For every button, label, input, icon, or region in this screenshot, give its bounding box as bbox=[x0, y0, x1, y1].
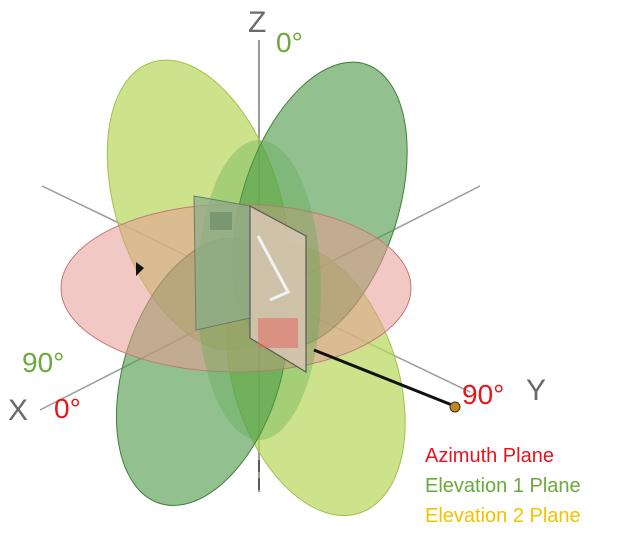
cable-line bbox=[313, 348, 453, 407]
antenna-board-trace-3 bbox=[258, 318, 298, 348]
z-axis-label: Z bbox=[248, 6, 266, 39]
legend-elevation-2-plane: Elevation 2 Plane bbox=[425, 505, 581, 527]
legend: Azimuth Plane Elevation 1 Plane Elevatio… bbox=[425, 445, 581, 527]
antenna-board-trace-2 bbox=[256, 235, 291, 302]
elevation-top-angle: 0° bbox=[276, 27, 303, 58]
azimuth-y-angle: 90° bbox=[462, 379, 504, 410]
cable-connector bbox=[449, 401, 461, 413]
antenna-board bbox=[136, 195, 307, 374]
legend-azimuth-plane: Azimuth Plane bbox=[425, 445, 554, 467]
antenna-cable bbox=[313, 348, 461, 413]
antenna-board-trace-1 bbox=[210, 212, 232, 230]
azimuth-x-angle: 0° bbox=[54, 393, 81, 424]
elevation-left-angle: 90° bbox=[22, 347, 64, 378]
x-axis-label: X bbox=[8, 394, 28, 427]
legend-elevation-1-plane: Elevation 1 Plane bbox=[425, 475, 581, 497]
board-marker-triangle bbox=[136, 262, 144, 276]
y-axis-label: Y bbox=[526, 374, 546, 407]
